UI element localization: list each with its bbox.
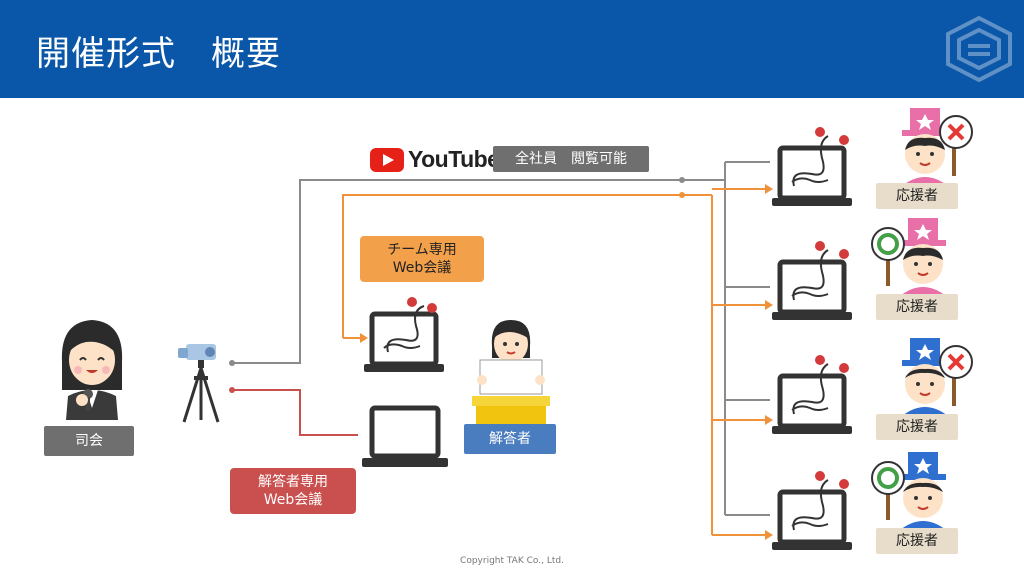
supporter-label: 応援者	[876, 528, 958, 554]
supporter-person-icon	[871, 452, 946, 530]
company-logo-icon	[946, 15, 1012, 83]
answerer-person-icon	[472, 320, 550, 424]
supporter-laptop-icon	[772, 127, 852, 206]
supporter-person-icon	[871, 218, 946, 296]
answerer-web-meeting-label: 解答者専用 Web会議	[230, 468, 356, 514]
supporter-laptop-icon	[772, 355, 852, 434]
page-title: 開催形式 概要	[36, 34, 281, 74]
header-bar: 開催形式 概要	[0, 0, 1024, 98]
mc-label: 司会	[44, 426, 134, 456]
supporter-laptop-icon	[772, 471, 852, 550]
team-web-line2: Web会議	[392, 260, 452, 276]
answerer-web-line2: Web会議	[263, 492, 323, 508]
supporter-person-icon	[902, 338, 973, 416]
supporter-label: 応援者	[876, 414, 958, 440]
answerer-label: 解答者	[464, 424, 556, 454]
supporter-person-icon	[902, 108, 973, 186]
camera-tripod-icon	[178, 344, 220, 423]
team-laptop-icon	[364, 297, 444, 372]
answerer-web-line1: 解答者専用	[258, 474, 328, 490]
youtube-logo: YouTube	[370, 146, 500, 173]
mc-person-icon	[61, 320, 123, 420]
answerer-laptop-icon	[362, 405, 448, 467]
team-web-meeting-label: チーム専用 Web会議	[360, 236, 484, 282]
youtube-access-label: 全社員 閲覧可能	[493, 146, 649, 172]
copyright-text: Copyright TAK Co., Ltd.	[460, 556, 564, 566]
answerer-web-line	[232, 389, 358, 436]
youtube-stream-line	[232, 179, 725, 364]
team-web-line	[342, 194, 712, 338]
supporter-laptop-icon	[772, 241, 852, 320]
youtube-brand-text: YouTube	[408, 146, 500, 172]
team-web-line1: チーム専用	[387, 242, 457, 258]
youtube-play-icon	[370, 147, 404, 172]
supporter-label: 応援者	[876, 294, 958, 320]
supporter-label: 応援者	[876, 183, 958, 209]
